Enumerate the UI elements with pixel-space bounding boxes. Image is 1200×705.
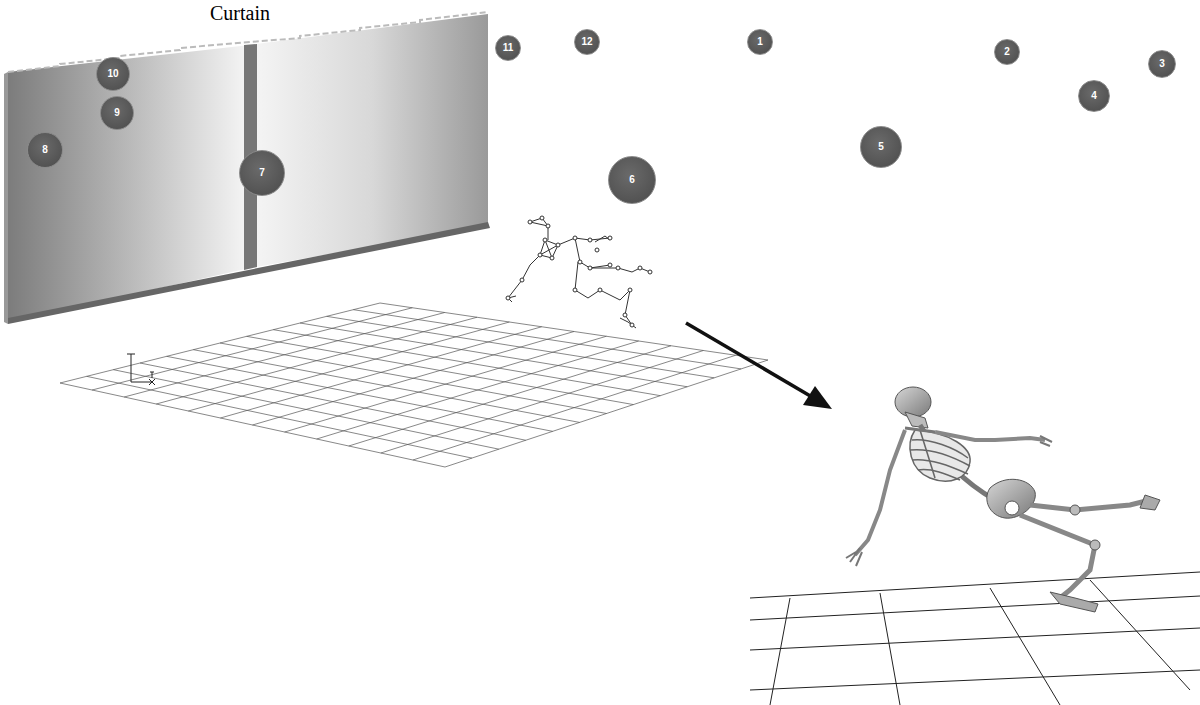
camera-circle: 12 (574, 29, 600, 55)
callout-number: 11 (503, 43, 514, 53)
grid-line (349, 346, 671, 446)
callout-number: 4 (1091, 91, 1097, 101)
camera-circle: 10 (96, 57, 130, 91)
callout-number: 12 (581, 37, 592, 47)
callout-number: 10 (107, 69, 118, 79)
grid-line (220, 327, 541, 418)
camera-circle: 9 (100, 96, 134, 130)
callout-number: 6 (629, 175, 635, 185)
grid-line (317, 341, 639, 439)
skeleton-floor-grid (750, 572, 1200, 705)
axis-icon (127, 354, 155, 385)
curtain (4, 12, 490, 324)
camera-circle: 3 (1148, 50, 1176, 78)
marker-figure (506, 216, 652, 328)
camera-circle: 8 (27, 132, 63, 168)
grid-line (92, 308, 412, 390)
callout-number: 7 (259, 168, 265, 178)
grid-line (285, 336, 607, 432)
grid-line (188, 322, 509, 411)
callout-number: 9 (114, 108, 120, 118)
grid-line (445, 360, 768, 467)
camera-circle: 11 (495, 35, 521, 61)
callout-number: 1 (757, 37, 763, 47)
camera-circle: 5 (860, 126, 902, 168)
camera-circle: 1 (747, 29, 773, 55)
camera-circle: 7 (239, 150, 285, 196)
floor-grid (60, 303, 768, 467)
camera-circle: 2 (994, 39, 1020, 65)
part-label: Curtain (210, 2, 270, 25)
grid-line (253, 332, 575, 426)
callout-number: 5 (878, 142, 884, 152)
skeleton-model (846, 387, 1160, 612)
camera-circle: 6 (608, 156, 656, 204)
grid-line (381, 351, 703, 454)
grid-line (413, 355, 736, 460)
transform-arrow (686, 323, 832, 409)
camera-circle: 4 (1078, 80, 1110, 112)
callout-number: 3 (1159, 59, 1165, 69)
callout-number: 8 (42, 145, 48, 155)
callout-number: 2 (1004, 47, 1010, 57)
